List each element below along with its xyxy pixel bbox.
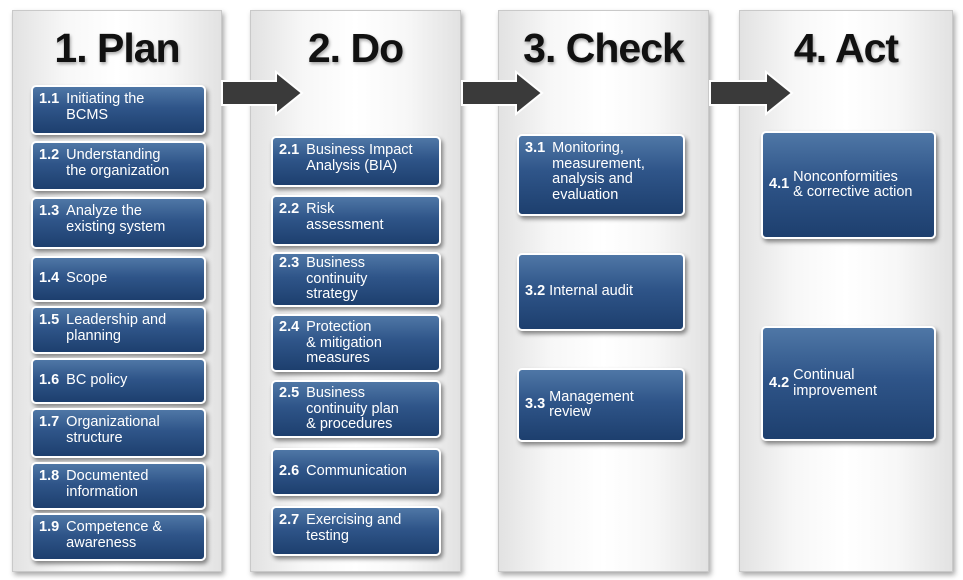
- step-number: 1.1: [39, 91, 60, 107]
- step-box-3-1: 3.1 Monitoring, measurement, analysis and…: [517, 134, 685, 216]
- step-label: Understanding the organization: [66, 147, 170, 179]
- arrow-right-icon: [709, 70, 794, 116]
- step-box-1-7: 1.7 Organizational structure: [31, 408, 206, 458]
- step-number: 2.6: [279, 463, 300, 479]
- step-label: Competence & awareness: [66, 519, 163, 551]
- step-label: Exercising and testing: [306, 512, 402, 544]
- step-number: 2.3: [279, 255, 300, 271]
- step-label: Protection & mitigation measures: [306, 319, 382, 366]
- step-number: 2.4: [279, 319, 300, 335]
- step-label: Business continuity strategy: [306, 255, 368, 302]
- step-box-1-9: 1.9 Competence & awareness: [31, 513, 206, 561]
- step-number: 1.5: [39, 312, 60, 328]
- column-title-do: 2. Do: [307, 25, 404, 71]
- step-box-2-1: 2.1 Business Impact Analysis (BIA): [271, 136, 441, 187]
- step-number: 3.1: [525, 140, 546, 156]
- step-label: Business Impact Analysis (BIA): [306, 142, 413, 174]
- step-box-1-2: 1.2 Understanding the organization: [31, 141, 206, 191]
- step-label: Scope: [66, 270, 108, 287]
- step-number: 3.2: [525, 283, 546, 300]
- column-title-act: 4. Act: [793, 25, 899, 71]
- step-box-1-4: 1.4 Scope: [31, 256, 206, 302]
- step-number: 1.8: [39, 468, 60, 484]
- step-box-2-7: 2.7 Exercising and testing: [271, 506, 441, 556]
- step-label: Monitoring, measurement, analysis and ev…: [552, 140, 645, 203]
- column-title-plan: 1. Plan: [54, 25, 180, 71]
- step-box-2-6: 2.6 Communication: [271, 448, 441, 496]
- step-number: 1.4: [39, 270, 60, 287]
- column-title-check: 3. Check: [523, 25, 685, 71]
- step-label: Communication: [306, 463, 407, 479]
- step-number: 4.1: [769, 176, 790, 193]
- step-number: 1.7: [39, 414, 60, 430]
- step-number: 1.6: [39, 372, 60, 389]
- arrow-right-icon: [221, 70, 304, 116]
- step-label: Internal audit: [549, 283, 634, 300]
- step-label: Leadership and planning: [66, 312, 167, 344]
- step-label: Nonconformities & corrective action: [793, 168, 913, 200]
- step-label: Continual improvement: [793, 367, 877, 399]
- step-label: Organizational structure: [66, 414, 160, 446]
- step-number: 2.5: [279, 385, 300, 401]
- step-box-1-3: 1.3 Analyze the existing system: [31, 197, 206, 249]
- step-box-2-2: 2.2 Risk assessment: [271, 195, 441, 246]
- step-number: 2.1: [279, 142, 300, 158]
- step-label: Management review: [549, 388, 634, 420]
- step-box-1-1: 1.1 Initiating the BCMS: [31, 85, 206, 135]
- step-box-1-5: 1.5 Leadership and planning: [31, 306, 206, 354]
- step-number: 4.2: [769, 374, 790, 391]
- step-box-2-5: 2.5 Business continuity plan & procedures: [271, 380, 441, 438]
- column-act: 4. Act: [739, 10, 953, 572]
- step-box-1-6: 1.6 BC policy: [31, 358, 206, 404]
- arrow-right-icon: [461, 70, 544, 116]
- step-label: Analyze the existing system: [66, 203, 166, 235]
- step-number: 1.9: [39, 519, 60, 535]
- step-number: 1.2: [39, 147, 60, 163]
- step-box-2-3: 2.3 Business continuity strategy: [271, 252, 441, 307]
- step-box-1-8: 1.8 Documented information: [31, 462, 206, 510]
- step-number: 1.3: [39, 203, 60, 219]
- step-label: Documented information: [66, 468, 149, 500]
- step-label: Risk assessment: [306, 201, 384, 233]
- step-number: 2.7: [279, 512, 300, 528]
- step-box-2-4: 2.4 Protection & mitigation measures: [271, 314, 441, 372]
- step-label: BC policy: [66, 372, 128, 389]
- step-number: 2.2: [279, 201, 300, 217]
- step-label: Initiating the BCMS: [66, 91, 145, 123]
- step-number: 3.3: [525, 396, 546, 413]
- step-label: Business continuity plan & procedures: [306, 385, 399, 432]
